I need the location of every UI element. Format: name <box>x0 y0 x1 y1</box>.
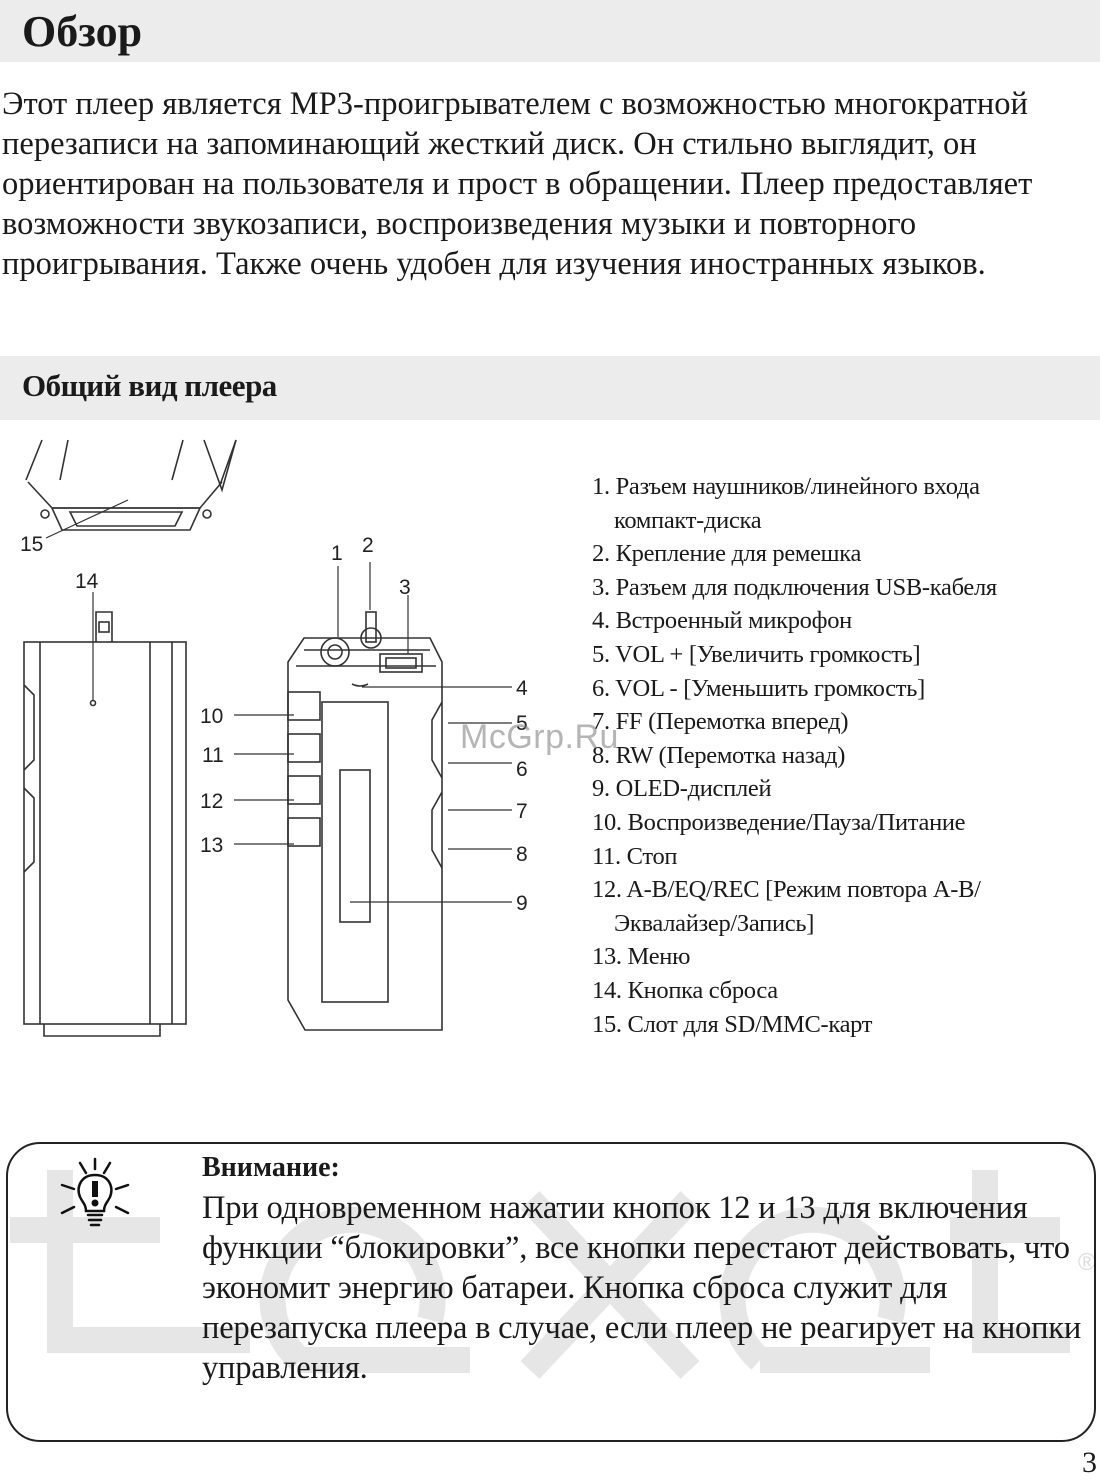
callout-6: 6 <box>516 758 528 781</box>
callout-10: 10 <box>200 705 223 728</box>
section-band <box>0 356 1100 420</box>
parts-list: 1. Разъем наушников/линейного входа комп… <box>592 470 1102 1041</box>
part-item: 11. Стоп <box>592 842 678 870</box>
lightbulb-warning-icon <box>60 1157 130 1227</box>
section-title: Общий вид плеера <box>22 368 277 403</box>
registered-mark: ® <box>1078 1249 1096 1276</box>
player-top-view <box>25 439 237 531</box>
note-box <box>6 1142 1096 1442</box>
callout-7: 7 <box>516 800 528 823</box>
page-number: 3 <box>1082 1446 1097 1479</box>
player-diagram: 15 14 1 2 3 4 5 6 7 8 9 10 11 12 13 <box>20 439 528 1037</box>
callout-1: 1 <box>331 542 343 565</box>
callout-15: 15 <box>20 533 43 556</box>
part-item: Эквалайзер/Запись] <box>614 909 815 937</box>
part-item: 13. Меню <box>592 943 691 971</box>
part-item: 9. OLED-дисплей <box>592 775 772 803</box>
part-item: 10. Воспроизведение/Пауза/Питание <box>592 808 966 836</box>
part-item: 3. Разъем для подключения USB-кабеля <box>592 573 997 601</box>
part-item: 15. Слот для SD/MMC-карт <box>592 1010 873 1038</box>
title-band <box>0 0 1100 62</box>
note-text: При одновременном нажатии кнопок 12 и 13… <box>202 1190 1082 1386</box>
part-item: 7. FF (Перемотка вперед) <box>592 708 849 736</box>
callout-13: 13 <box>200 834 223 857</box>
part-item: 8. RW (Перемотка назад) <box>592 741 846 769</box>
callout-3: 3 <box>399 576 411 599</box>
part-item: 14. Кнопка сброса <box>592 976 778 1004</box>
intro-paragraph: Этот плеер является MP3-проигрывателем с… <box>2 86 1033 282</box>
callout-5: 5 <box>516 712 528 735</box>
callout-8: 8 <box>516 843 528 866</box>
part-item: 2. Крепление для ремешка <box>592 540 862 568</box>
callout-11: 11 <box>202 744 224 767</box>
callout-lines <box>45 499 512 903</box>
player-side-view <box>23 611 187 1037</box>
part-item: 12. A-B/EQ/REC [Режим повтора A-B/ <box>592 876 981 904</box>
note-heading: Внимание: <box>202 1152 340 1183</box>
site-watermark: McGrp.Ru <box>460 718 619 756</box>
part-item: 1. Разъем наушников/линейного входа <box>592 473 980 500</box>
callout-14: 14 <box>75 570 99 593</box>
callout-9: 9 <box>516 892 528 915</box>
part-item: компакт-диска <box>614 506 762 534</box>
page-title: Обзор <box>22 7 143 56</box>
player-front-view <box>287 611 443 1031</box>
part-item: 6. VOL - [Уменьшить громкость] <box>592 674 925 702</box>
callout-4: 4 <box>516 677 528 700</box>
brand-watermark: ® <box>10 1170 1096 1379</box>
part-item: 5. VOL + [Увеличить громкость] <box>592 640 921 668</box>
part-item: 4. Встроенный микрофон <box>592 607 852 635</box>
callout-2: 2 <box>362 534 374 557</box>
callout-12: 12 <box>200 790 223 813</box>
